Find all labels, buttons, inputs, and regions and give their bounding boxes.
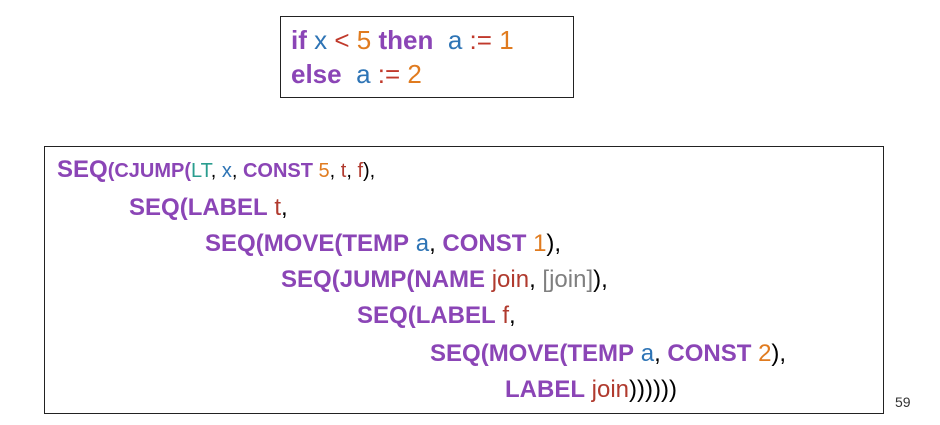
lt-op: LT xyxy=(191,160,211,182)
paren: ( xyxy=(331,266,340,293)
paren: ( xyxy=(107,160,115,182)
target-list: [join] xyxy=(542,266,594,293)
paren: ( xyxy=(559,340,568,367)
number-2: 2 xyxy=(751,340,772,367)
closing: ), xyxy=(771,340,787,367)
closing: ), xyxy=(593,266,608,293)
keyword-then: then xyxy=(378,25,434,55)
comma: , xyxy=(654,340,668,367)
comma: , xyxy=(329,160,341,182)
keyword-if: if xyxy=(291,25,307,55)
label-f: f xyxy=(495,302,510,329)
ir-line-7: LABEL join)))))) xyxy=(505,375,677,405)
seq-keyword: SEQ xyxy=(357,302,408,329)
cjump-keyword: CJUMP xyxy=(114,160,185,182)
paren: ( xyxy=(255,230,264,257)
temp-keyword: TEMP xyxy=(567,340,635,367)
paren: ( xyxy=(480,340,489,367)
page-number: 59 xyxy=(895,394,911,410)
variable-x: x xyxy=(221,160,232,182)
comma: , xyxy=(509,302,516,329)
ir-line-6: SEQ(MOVE(TEMP a, CONST 2), xyxy=(430,339,786,369)
operator-less-than: < xyxy=(334,25,350,55)
closing: ), xyxy=(363,160,376,182)
const-keyword: CONST xyxy=(242,160,313,182)
move-keyword: MOVE xyxy=(488,340,560,367)
seq-keyword: SEQ xyxy=(430,340,481,367)
label-keyword: LABEL xyxy=(415,302,496,329)
comma: , xyxy=(429,230,443,257)
label-join: join xyxy=(585,376,630,403)
number-2: 2 xyxy=(407,59,422,89)
label-t: t xyxy=(267,194,282,221)
variable-a: a xyxy=(447,25,463,55)
ir-line-2: SEQ(LABEL t, xyxy=(129,193,288,223)
seq-keyword: SEQ xyxy=(129,194,180,221)
name-keyword: NAME xyxy=(414,266,486,293)
temp-keyword: TEMP xyxy=(342,230,410,257)
source-code-box: if x < 5 then a := 1 else a := 2 xyxy=(280,16,574,98)
paren: ( xyxy=(184,160,192,182)
number-1: 1 xyxy=(526,230,547,257)
ir-line-3: SEQ(MOVE(TEMP a, CONST 1), xyxy=(205,229,561,259)
variable-x: x xyxy=(314,25,328,55)
ir-line-5: SEQ(LABEL f, xyxy=(357,301,516,331)
paren: ( xyxy=(406,266,415,293)
comma: , xyxy=(529,266,543,293)
variable-a: a xyxy=(409,230,430,257)
closing-parens: )))))) xyxy=(629,376,677,403)
source-line-else: else a := 2 xyxy=(291,59,422,89)
keyword-else: else xyxy=(291,59,342,89)
comma: , xyxy=(231,160,243,182)
label-t: t xyxy=(340,160,347,182)
comma: , xyxy=(346,160,358,182)
paren: ( xyxy=(407,302,416,329)
label-join: join xyxy=(485,266,530,293)
paren: ( xyxy=(179,194,188,221)
ir-line-4: SEQ(JUMP(NAME join, [join]), xyxy=(281,265,608,295)
seq-keyword: SEQ xyxy=(205,230,256,257)
number-1: 1 xyxy=(499,25,514,55)
variable-a: a xyxy=(356,59,371,89)
operator-assign: := xyxy=(377,59,401,89)
comma: , xyxy=(281,194,288,221)
number-5: 5 xyxy=(356,25,372,55)
seq-keyword: SEQ xyxy=(57,156,108,183)
label-f: f xyxy=(357,160,363,182)
jump-keyword: JUMP xyxy=(339,266,407,293)
ir-tree-box: SEQ(CJUMP(LT, x, CONST 5, t, f), SEQ(LAB… xyxy=(44,146,884,414)
label-keyword: LABEL xyxy=(505,376,585,403)
closing: ), xyxy=(546,230,562,257)
label-keyword: LABEL xyxy=(187,194,268,221)
paren: ( xyxy=(334,230,343,257)
move-keyword: MOVE xyxy=(263,230,335,257)
const-keyword: CONST xyxy=(442,230,527,257)
comma: , xyxy=(210,160,222,182)
seq-keyword: SEQ xyxy=(281,266,332,293)
source-line-if: if x < 5 then a := 1 xyxy=(291,25,514,55)
const-keyword: CONST xyxy=(667,340,752,367)
ir-line-1: SEQ(CJUMP(LT, x, CONST 5, t, f), xyxy=(57,155,375,186)
number-5: 5 xyxy=(312,160,330,182)
operator-assign: := xyxy=(469,25,492,55)
variable-a: a xyxy=(634,340,655,367)
